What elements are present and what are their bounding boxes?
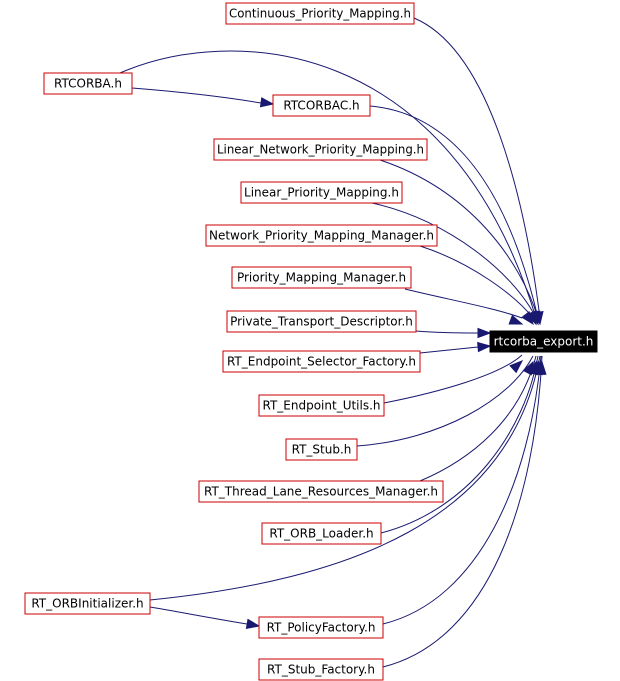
node-label: Continuous_Priority_Mapping.h <box>229 7 411 21</box>
edge-rt_stub_factory-to-target <box>382 355 543 668</box>
node-box <box>240 181 403 204</box>
edge-rt_endpoint_utils-to-target <box>383 354 523 404</box>
node-priority-mapping-manager[interactable]: Priority_Mapping_Manager.h <box>231 266 412 289</box>
node-label: RTCORBAC.h <box>283 99 359 113</box>
node-private-transport-descriptor[interactable]: Private_Transport_Descriptor.h <box>226 310 417 333</box>
node-box <box>258 616 384 639</box>
nodes-layer: Continuous_Priority_Mapping.hRTCORBA.hRT… <box>24 2 598 681</box>
node-box <box>272 94 371 117</box>
node-rt-stub[interactable]: RT_Stub.h <box>285 438 358 461</box>
node-label: Linear_Network_Priority_Mapping.h <box>217 143 424 157</box>
node-rt-policyfactory[interactable]: RT_PolicyFactory.h <box>258 616 384 639</box>
node-rt-stub-factory[interactable]: RT_Stub_Factory.h <box>258 658 384 681</box>
node-label: RT_PolicyFactory.h <box>267 621 376 635</box>
arrowhead-rt_orbinitializer-to-rt_policyfactory <box>245 618 261 629</box>
arrowhead-network_priority_mapping_manager-to-target <box>521 310 534 326</box>
node-rtcorbac[interactable]: RTCORBAC.h <box>272 94 371 117</box>
edge-priority_mapping_manager-to-target <box>404 288 523 319</box>
edge-rt_thread_lane_resources_manager-to-target <box>419 355 537 482</box>
edge-rt_stub-to-target <box>356 355 534 447</box>
node-box <box>226 310 417 333</box>
node-box <box>43 72 133 95</box>
edge-rtcorbac-to-target <box>369 105 539 319</box>
node-box <box>261 522 382 545</box>
edge-rt_orb_loader-to-target <box>380 355 539 534</box>
node-label: rtcorba_export.h <box>494 335 594 349</box>
node-label: RTCORBA.h <box>54 77 122 91</box>
arrowhead-private_transport_descriptor-to-target <box>477 327 492 339</box>
node-label: Private_Transport_Descriptor.h <box>230 315 413 329</box>
node-box <box>258 394 385 417</box>
arrowhead-rt_endpoint_selector_factory-to-target <box>477 341 492 353</box>
node-rtcorba[interactable]: RTCORBA.h <box>43 72 133 95</box>
node-target[interactable]: rtcorba_export.h <box>489 330 598 353</box>
edge-network_priority_mapping_manager-to-target <box>419 245 534 319</box>
edges-layer <box>119 17 547 668</box>
node-label: RT_Stub.h <box>292 443 352 457</box>
node-label: Network_Priority_Mapping_Manager.h <box>209 229 434 243</box>
arrowhead-rt_stub_factory-to-target <box>536 360 547 375</box>
edge-rtcorba-to-target <box>119 50 537 319</box>
node-rt-endpoint-selector-factory[interactable]: RT_Endpoint_Selector_Factory.h <box>222 350 421 373</box>
node-box <box>222 350 421 373</box>
node-box <box>198 480 444 503</box>
edge-linear_network_priority_mapping-to-target <box>379 159 539 319</box>
node-box <box>285 438 358 461</box>
node-network-priority-mapping-manager[interactable]: Network_Priority_Mapping_Manager.h <box>205 224 438 247</box>
node-label: RT_Endpoint_Selector_Factory.h <box>227 355 416 369</box>
node-rt-orbinitializer[interactable]: RT_ORBInitializer.h <box>24 592 151 615</box>
node-label: Priority_Mapping_Manager.h <box>237 271 406 285</box>
node-box <box>225 2 415 25</box>
edge-rt_orbinitializer-to-target <box>149 355 541 601</box>
node-box <box>205 224 438 247</box>
edge-rt_orbinitializer-to-rt_policyfactory <box>149 606 248 625</box>
node-box <box>213 138 428 161</box>
edge-linear_priority_mapping-to-target <box>371 202 537 319</box>
node-rt-orb-loader[interactable]: RT_ORB_Loader.h <box>261 522 382 545</box>
edge-rtcorba-to-rtcorbac <box>131 87 262 104</box>
node-box <box>489 330 598 353</box>
node-box <box>231 266 412 289</box>
edge-private_transport_descriptor-to-target <box>415 330 479 334</box>
node-box <box>24 592 151 615</box>
node-label: Linear_Priority_Mapping.h <box>244 186 399 200</box>
arrowhead-rtcorba-to-rtcorbac <box>259 97 275 108</box>
node-linear-priority-mapping[interactable]: Linear_Priority_Mapping.h <box>240 181 403 204</box>
arrowhead-rt_endpoint_utils-to-target <box>509 360 524 374</box>
node-box <box>258 658 384 681</box>
node-rt-thread-lane-resources-manager[interactable]: RT_Thread_Lane_Resources_Manager.h <box>198 480 444 503</box>
node-linear-network-priority-mapping[interactable]: Linear_Network_Priority_Mapping.h <box>213 138 428 161</box>
edge-rt_policyfactory-to-target <box>382 355 542 625</box>
node-label: RT_ORBInitializer.h <box>31 597 143 611</box>
arrowhead-priority_mapping_manager-to-target <box>508 314 524 325</box>
node-label: RT_Thread_Lane_Resources_Manager.h <box>204 485 438 499</box>
node-label: RT_Endpoint_Utils.h <box>262 399 380 413</box>
node-label: RT_ORB_Loader.h <box>269 527 373 541</box>
node-rt-endpoint-utils[interactable]: RT_Endpoint_Utils.h <box>258 394 385 417</box>
edge-rt_endpoint_selector_factory-to-target <box>419 346 479 354</box>
edge-continuous_priority_mapping-to-target <box>413 17 541 319</box>
node-continuous-priority-mapping[interactable]: Continuous_Priority_Mapping.h <box>225 2 415 25</box>
node-label: RT_Stub_Factory.h <box>267 663 375 677</box>
